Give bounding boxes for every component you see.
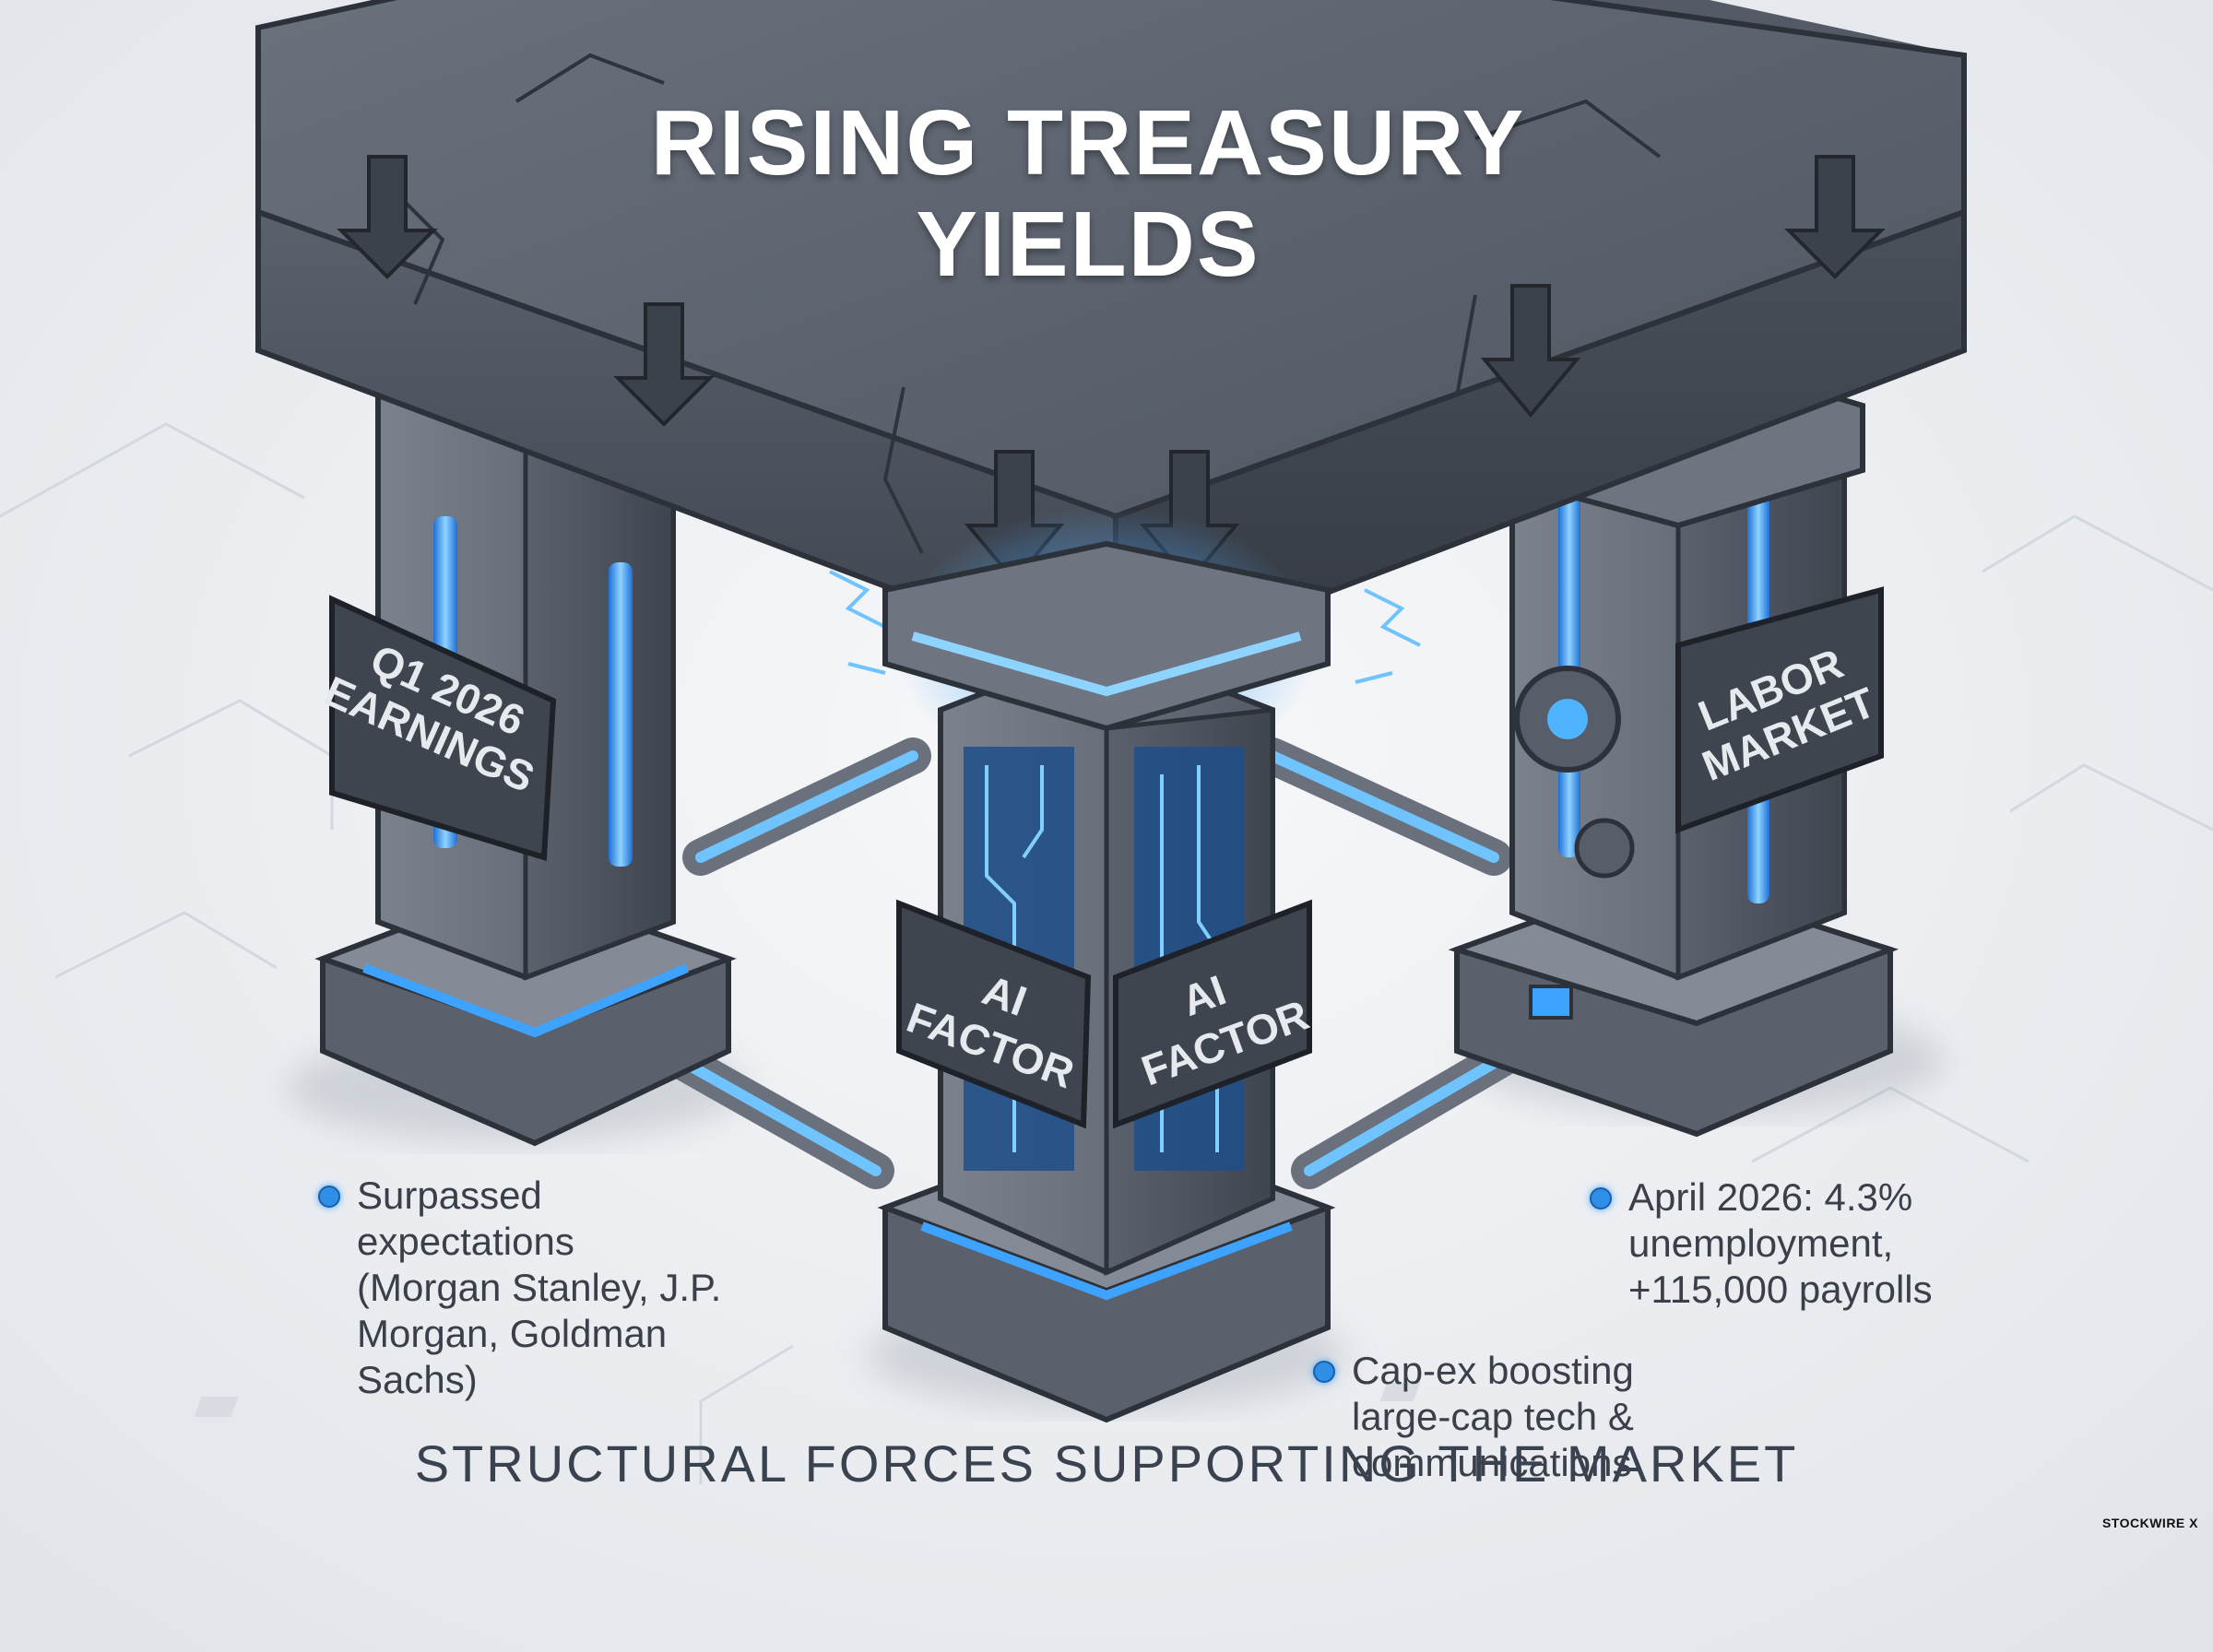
earnings-description: Surpassed expectations (Morgan Stanley, … bbox=[318, 1173, 724, 1403]
label-plates bbox=[329, 586, 1884, 1129]
brand-logo: STOCKWIRE X bbox=[2101, 1516, 2198, 1530]
bullet-dot bbox=[1313, 1361, 1335, 1383]
labor-description-text: April 2026: 4.3% unemployment, +115,000 … bbox=[1628, 1175, 1933, 1311]
circuit-lines bbox=[0, 422, 2213, 1484]
footer-caption: STRUCTURAL FORCES SUPPORTING THE MARKET bbox=[414, 1434, 1799, 1493]
energy-sparks bbox=[829, 570, 1421, 684]
plate-ai-left bbox=[896, 899, 1092, 1129]
plate-labor bbox=[1675, 586, 1884, 834]
slab-title: RISING TREASURY YIELDS bbox=[650, 91, 1526, 296]
pillar-labor bbox=[1448, 347, 1899, 1138]
ai-description-text: Cap-ex boosting large-cap tech & communi… bbox=[1352, 1349, 1634, 1484]
labor-description: April 2026: 4.3% unemployment, +115,000 … bbox=[1590, 1174, 1995, 1313]
bullet-dot bbox=[318, 1186, 340, 1208]
yield-slab bbox=[255, 0, 1967, 678]
ai-description: Cap-ex boosting large-cap tech & communi… bbox=[1313, 1348, 1719, 1486]
earnings-description-text: Surpassed expectations (Morgan Stanley, … bbox=[357, 1174, 722, 1401]
plate-ai-right bbox=[1113, 899, 1312, 1129]
bullet-dot bbox=[1590, 1187, 1612, 1210]
plate-earnings bbox=[329, 595, 557, 861]
